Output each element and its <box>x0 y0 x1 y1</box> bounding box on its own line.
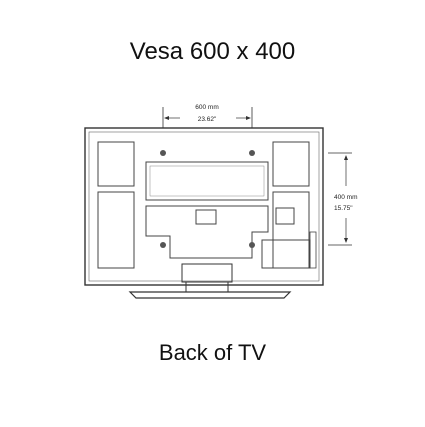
tv-inner-frame <box>88 131 320 282</box>
vertical-dimension-mm: 400 mm <box>334 194 357 201</box>
diagram-caption: Back of TV <box>158 340 267 365</box>
stand-base <box>128 291 292 299</box>
right-panel-bottom <box>272 191 310 269</box>
stand-neck <box>181 263 233 283</box>
horizontal-dimension-inches: 23.62" <box>198 116 217 123</box>
mount-hole-bottom-right <box>249 242 255 248</box>
right-panel-top <box>272 141 310 187</box>
left-panel-bottom <box>97 191 135 269</box>
io-panel <box>261 239 311 269</box>
center-lower-bay <box>145 205 269 259</box>
tv-frame <box>84 127 324 286</box>
side-port-box <box>275 207 295 225</box>
center-upper-bay <box>145 161 269 201</box>
mount-hole-bottom-left <box>160 242 166 248</box>
vertical-dimension-inches: 15.75" <box>334 205 353 212</box>
mount-hole-top-left <box>160 150 166 156</box>
center-port-block <box>195 209 217 225</box>
page-title: Vesa 600 x 400 <box>129 38 296 65</box>
horizontal-dimension-mm: 600 mm <box>195 104 218 111</box>
mount-hole-top-right <box>249 150 255 156</box>
left-panel-top <box>97 141 135 187</box>
